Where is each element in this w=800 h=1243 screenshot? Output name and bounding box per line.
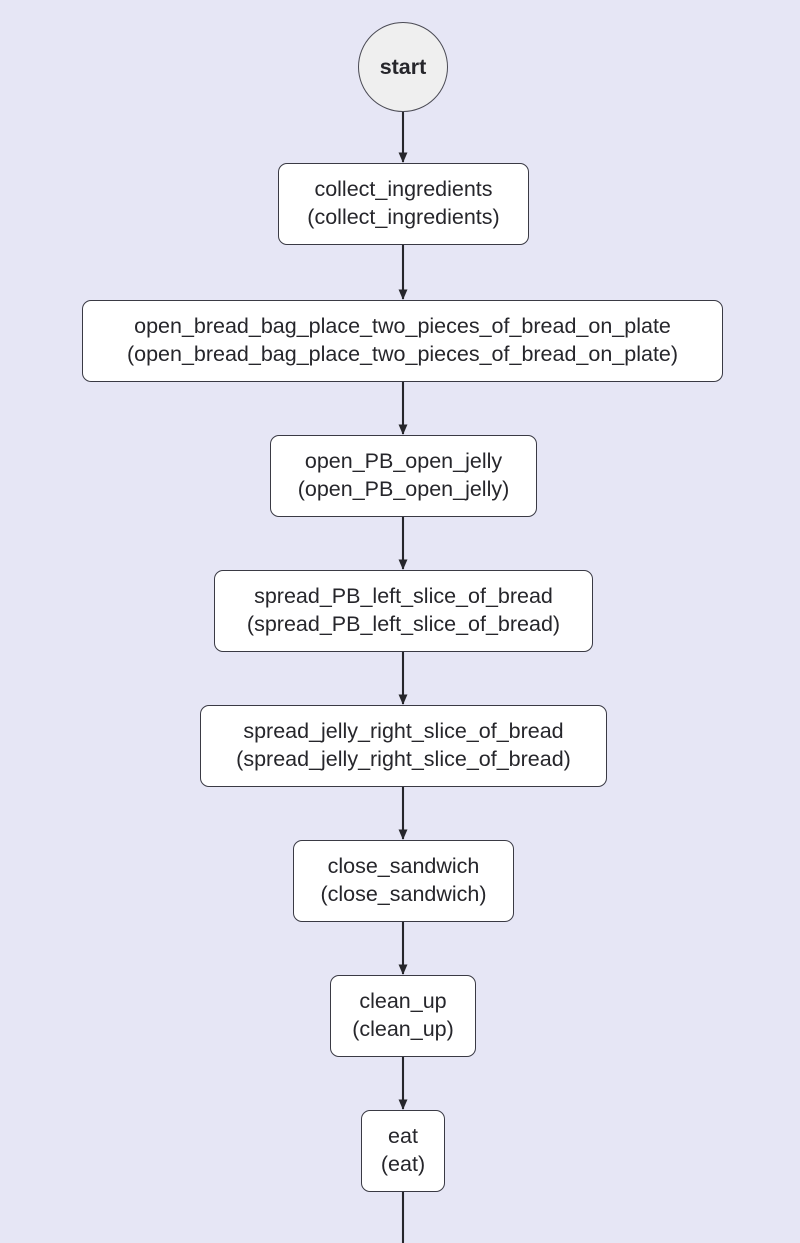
node-clean-up[interactable]: clean_up (clean_up): [330, 975, 476, 1057]
node-spread-pb-sublabel: (spread_PB_left_slice_of_bread): [246, 612, 561, 636]
node-open-bread-bag-sublabel: (open_bread_bag_place_two_pieces_of_brea…: [126, 342, 679, 366]
node-clean-up-label: clean_up: [359, 989, 447, 1014]
node-open-bread-bag-label: open_bread_bag_place_two_pieces_of_bread…: [134, 314, 671, 339]
node-eat[interactable]: eat (eat): [361, 1110, 445, 1192]
node-open-pb-open-jelly-sublabel: (open_PB_open_jelly): [297, 477, 510, 501]
node-close-sandwich-sublabel: (close_sandwich): [320, 882, 487, 906]
node-eat-label: eat: [388, 1124, 418, 1149]
node-spread-pb-label: spread_PB_left_slice_of_bread: [254, 584, 553, 609]
node-eat-sublabel: (eat): [380, 1152, 426, 1176]
node-close-sandwich-label: close_sandwich: [327, 854, 480, 879]
node-spread-jelly-right-slice-of-bread[interactable]: spread_jelly_right_slice_of_bread (sprea…: [200, 705, 607, 787]
node-open-bread-bag-place-two-pieces-of-bread-on-plate[interactable]: open_bread_bag_place_two_pieces_of_bread…: [82, 300, 723, 382]
node-collect-ingredients-sublabel: (collect_ingredients): [307, 205, 500, 229]
node-collect-ingredients-label: collect_ingredients: [314, 177, 493, 202]
node-close-sandwich[interactable]: close_sandwich (close_sandwich): [293, 840, 514, 922]
node-collect-ingredients[interactable]: collect_ingredients (collect_ingredients…: [278, 163, 529, 245]
node-start[interactable]: start: [358, 22, 448, 112]
node-spread-jelly-label: spread_jelly_right_slice_of_bread: [243, 719, 564, 744]
node-open-pb-open-jelly[interactable]: open_PB_open_jelly (open_PB_open_jelly): [270, 435, 537, 517]
node-spread-pb-left-slice-of-bread[interactable]: spread_PB_left_slice_of_bread (spread_PB…: [214, 570, 593, 652]
node-start-label: start: [379, 54, 427, 79]
node-spread-jelly-sublabel: (spread_jelly_right_slice_of_bread): [236, 747, 571, 771]
node-clean-up-sublabel: (clean_up): [352, 1017, 454, 1041]
node-open-pb-open-jelly-label: open_PB_open_jelly: [304, 449, 503, 474]
